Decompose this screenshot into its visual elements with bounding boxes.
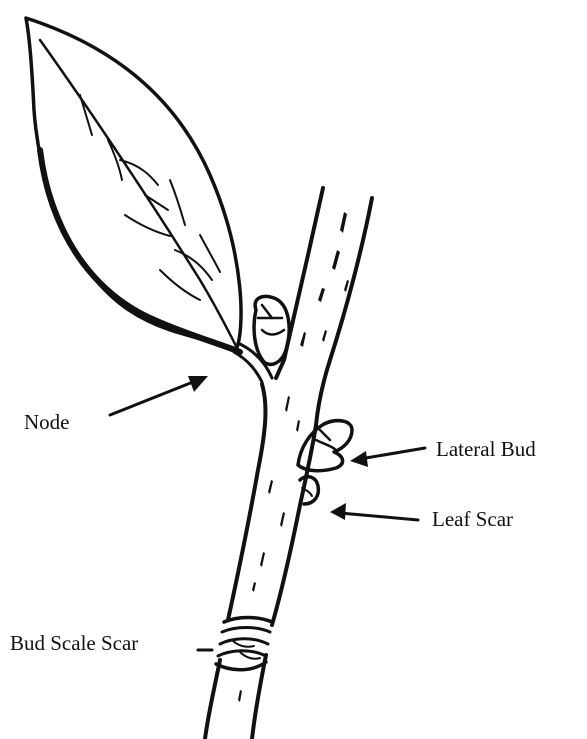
node-arrow bbox=[110, 376, 208, 415]
label-bud-scale-scar: Bud Scale Scar bbox=[10, 631, 138, 655]
leaf-scar-arrow bbox=[330, 503, 418, 520]
label-node: Node bbox=[24, 410, 70, 434]
leaf bbox=[26, 18, 241, 352]
label-leaf-scar: Leaf Scar bbox=[432, 507, 513, 531]
label-lateral-bud: Lateral Bud bbox=[436, 437, 536, 461]
axillary-bud bbox=[254, 297, 289, 365]
bud-scale-scar bbox=[216, 618, 272, 670]
stem bbox=[205, 188, 372, 739]
lateral-bud bbox=[298, 421, 352, 471]
lateral-bud-arrow bbox=[350, 448, 425, 467]
